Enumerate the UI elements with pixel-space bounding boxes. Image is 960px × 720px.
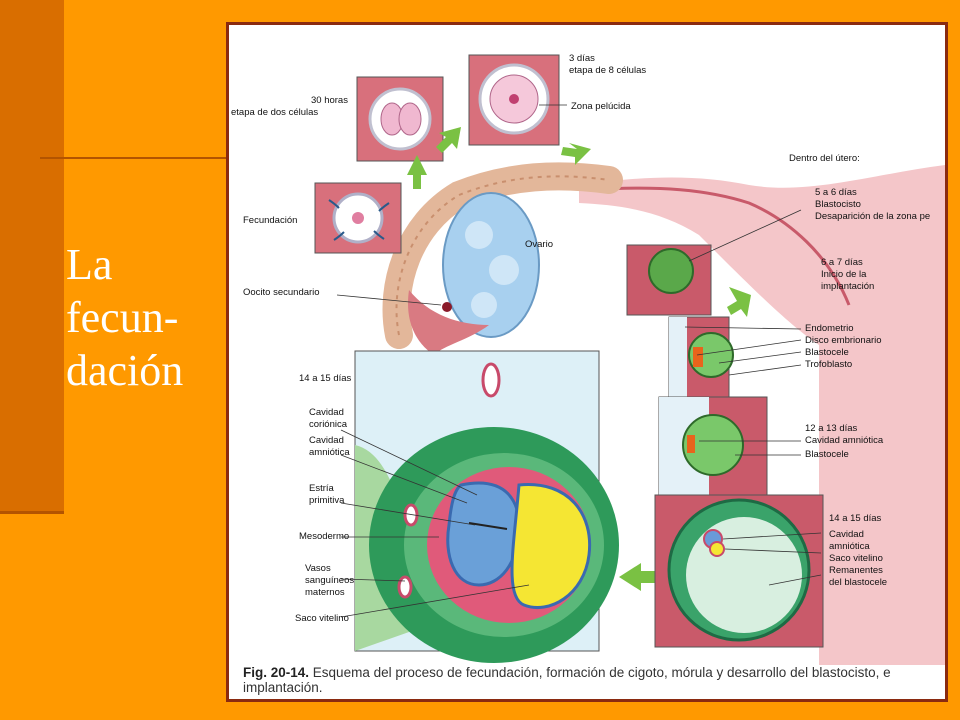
label-two-cells-time: 30 horas: [311, 95, 348, 106]
embryonic-disc: [693, 347, 703, 367]
label-chorionic-cavity-2: coriónica: [309, 419, 348, 430]
label-trophoblast: Trofoblasto: [805, 359, 852, 370]
label-primitive-streak-2: primitiva: [309, 495, 345, 506]
maternal-vessel: [481, 362, 501, 398]
zygote-nucleus: [352, 212, 364, 224]
oocyte-dot: [442, 302, 452, 312]
label-embryonic-disc: Disco embrionario: [805, 335, 882, 346]
progress-arrow: [436, 127, 461, 153]
label-blastocoel-remnants-1: Remanentes: [829, 565, 883, 576]
label-secondary-oocyte: Oocito secundario: [243, 287, 320, 298]
label-maternal-vessels-1: Vasos: [305, 563, 331, 574]
label-day12-amniotic: Cavidad amniótica: [805, 435, 884, 446]
label-implantation-start: Inicio de la: [821, 269, 867, 280]
label-blastocyst: Blastocisto: [815, 199, 861, 210]
label-inside-uterus: Dentro del útero:: [789, 153, 860, 164]
label-small-yolk-sac: Saco vitelino: [829, 553, 883, 564]
label-blastocoel: Blastocele: [805, 347, 849, 358]
label-large-days: 14 a 15 días: [299, 373, 352, 384]
progress-arrow: [561, 143, 591, 165]
chorionic-cavity: [686, 517, 802, 633]
primitive-streak: [468, 522, 508, 530]
accent-divider: [0, 511, 64, 514]
title-line-1: La: [66, 240, 113, 289]
label-eight-cells-stage: etapa de 8 células: [569, 65, 646, 76]
maternal-vessel: [397, 575, 413, 599]
progress-arrow: [407, 155, 427, 189]
blastocyst: [648, 248, 694, 294]
ovary-follicle: [471, 292, 497, 318]
left-accent-bar: [0, 0, 64, 513]
label-endometrium: Endometrio: [805, 323, 854, 334]
label-day12-blastocoel: Blastocele: [805, 449, 849, 460]
ovary-follicle: [489, 255, 519, 285]
ovary-follicle: [465, 221, 493, 249]
label-two-cells-stage: etapa de dos células: [231, 107, 318, 118]
caption-label: Fig. 20-14.: [243, 665, 310, 680]
caption-text: Esquema del proceso de fecundación, form…: [243, 665, 891, 695]
label-blastocyst-time: 5 a 6 días: [815, 187, 857, 198]
eight-cell-nucleus: [509, 94, 519, 104]
label-blastocoel-remnants-2: del blastocele: [829, 577, 887, 588]
label-maternal-vessels-3: maternos: [305, 587, 345, 598]
label-day12-time: 12 a 13 días: [805, 423, 858, 434]
label-fertilization: Fecundación: [243, 215, 297, 226]
leader-lines: [336, 104, 822, 618]
label-chorionic-cavity-1: Cavidad: [309, 407, 344, 418]
label-mesoderm: Mesodermo: [299, 531, 349, 542]
embryo-day-12: [682, 414, 744, 476]
title-line-2: fecun-: [66, 293, 179, 342]
progress-arrow: [727, 287, 751, 317]
sperm-cells: [328, 199, 390, 241]
label-small-amniotic-1: Cavidad: [829, 529, 864, 540]
uterus-wall: [579, 165, 945, 665]
two-cell-blastomere: [398, 102, 422, 136]
title-line-3: dación: [66, 346, 184, 395]
label-zona-disappearance: Desaparición de la zona pe: [815, 211, 930, 222]
yolk-sac-large: [510, 483, 592, 610]
label-eight-cells-time: 3 días: [569, 53, 595, 64]
maternal-vessel: [403, 503, 419, 527]
fertilization-diagram: 30 horas etapa de dos células 3 días eta…: [231, 53, 945, 665]
tube-texture: [395, 175, 610, 336]
amniotic-cavity-large: [446, 481, 521, 587]
fimbriae: [408, 290, 489, 355]
endometrium-layer: [669, 317, 687, 397]
label-ovary: Ovario: [525, 239, 553, 250]
label-yolk-sac: Saco vitelino: [295, 613, 349, 624]
yolk-sac-small: [709, 541, 725, 557]
label-maternal-vessels-2: sanguíneos: [305, 575, 354, 586]
embryonic-disc: [687, 435, 695, 453]
progress-arrow: [619, 563, 659, 591]
title-divider-line: [40, 157, 230, 159]
label-implantation-time: 6 a 7 días: [821, 257, 863, 268]
label-small-amniotic-2: amniótica: [829, 541, 870, 552]
slide-title: La fecun- dación: [66, 238, 183, 397]
label-primitive-streak-1: Estría: [309, 483, 335, 494]
label-zona-pellucida: Zona pelúcida: [571, 101, 631, 112]
label-small-days: 14 a 15 días: [829, 513, 882, 524]
uterine-lumen-line: [588, 186, 851, 306]
label-implantation: implantación: [821, 281, 874, 292]
label-amniotic-cavity-1: Cavidad: [309, 435, 344, 446]
figure-caption: Fig. 20-14. Esquema del proceso de fecun…: [243, 665, 933, 695]
label-amniotic-cavity-2: amniótica: [309, 447, 350, 458]
figure-panel: 30 horas etapa de dos células 3 días eta…: [226, 22, 948, 702]
